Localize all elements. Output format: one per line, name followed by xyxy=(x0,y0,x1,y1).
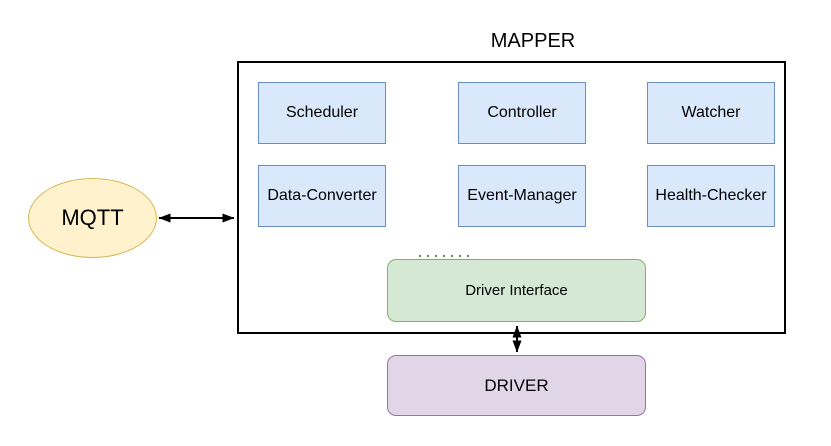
node-controller: Controller xyxy=(458,82,586,144)
node-event-manager: Event-Manager xyxy=(458,165,586,227)
node-scheduler-label: Scheduler xyxy=(285,104,359,121)
node-mqtt: MQTT xyxy=(28,178,157,258)
node-driver: DRIVER xyxy=(387,355,646,416)
node-scheduler: Scheduler xyxy=(258,82,386,144)
node-health-checker: Health-Checker xyxy=(647,165,775,227)
node-mqtt-label: MQTT xyxy=(61,205,124,230)
node-watcher-label: Watcher xyxy=(681,104,741,121)
node-data-converter: Data-Converter xyxy=(258,165,386,227)
node-driver-interface-label: Driver Interface xyxy=(465,282,568,299)
node-event-manager-label: Event-Manager xyxy=(467,187,577,204)
node-data-converter-label: Data-Converter xyxy=(267,187,377,204)
dotted-marks-decoration xyxy=(419,255,473,257)
node-health-checker-label: Health-Checker xyxy=(655,187,767,204)
node-driver-interface: Driver Interface xyxy=(387,259,646,322)
node-watcher: Watcher xyxy=(647,82,775,144)
node-controller-label: Controller xyxy=(487,104,557,121)
mapper-title: MAPPER xyxy=(490,30,576,52)
node-driver-label: DRIVER xyxy=(484,375,549,395)
